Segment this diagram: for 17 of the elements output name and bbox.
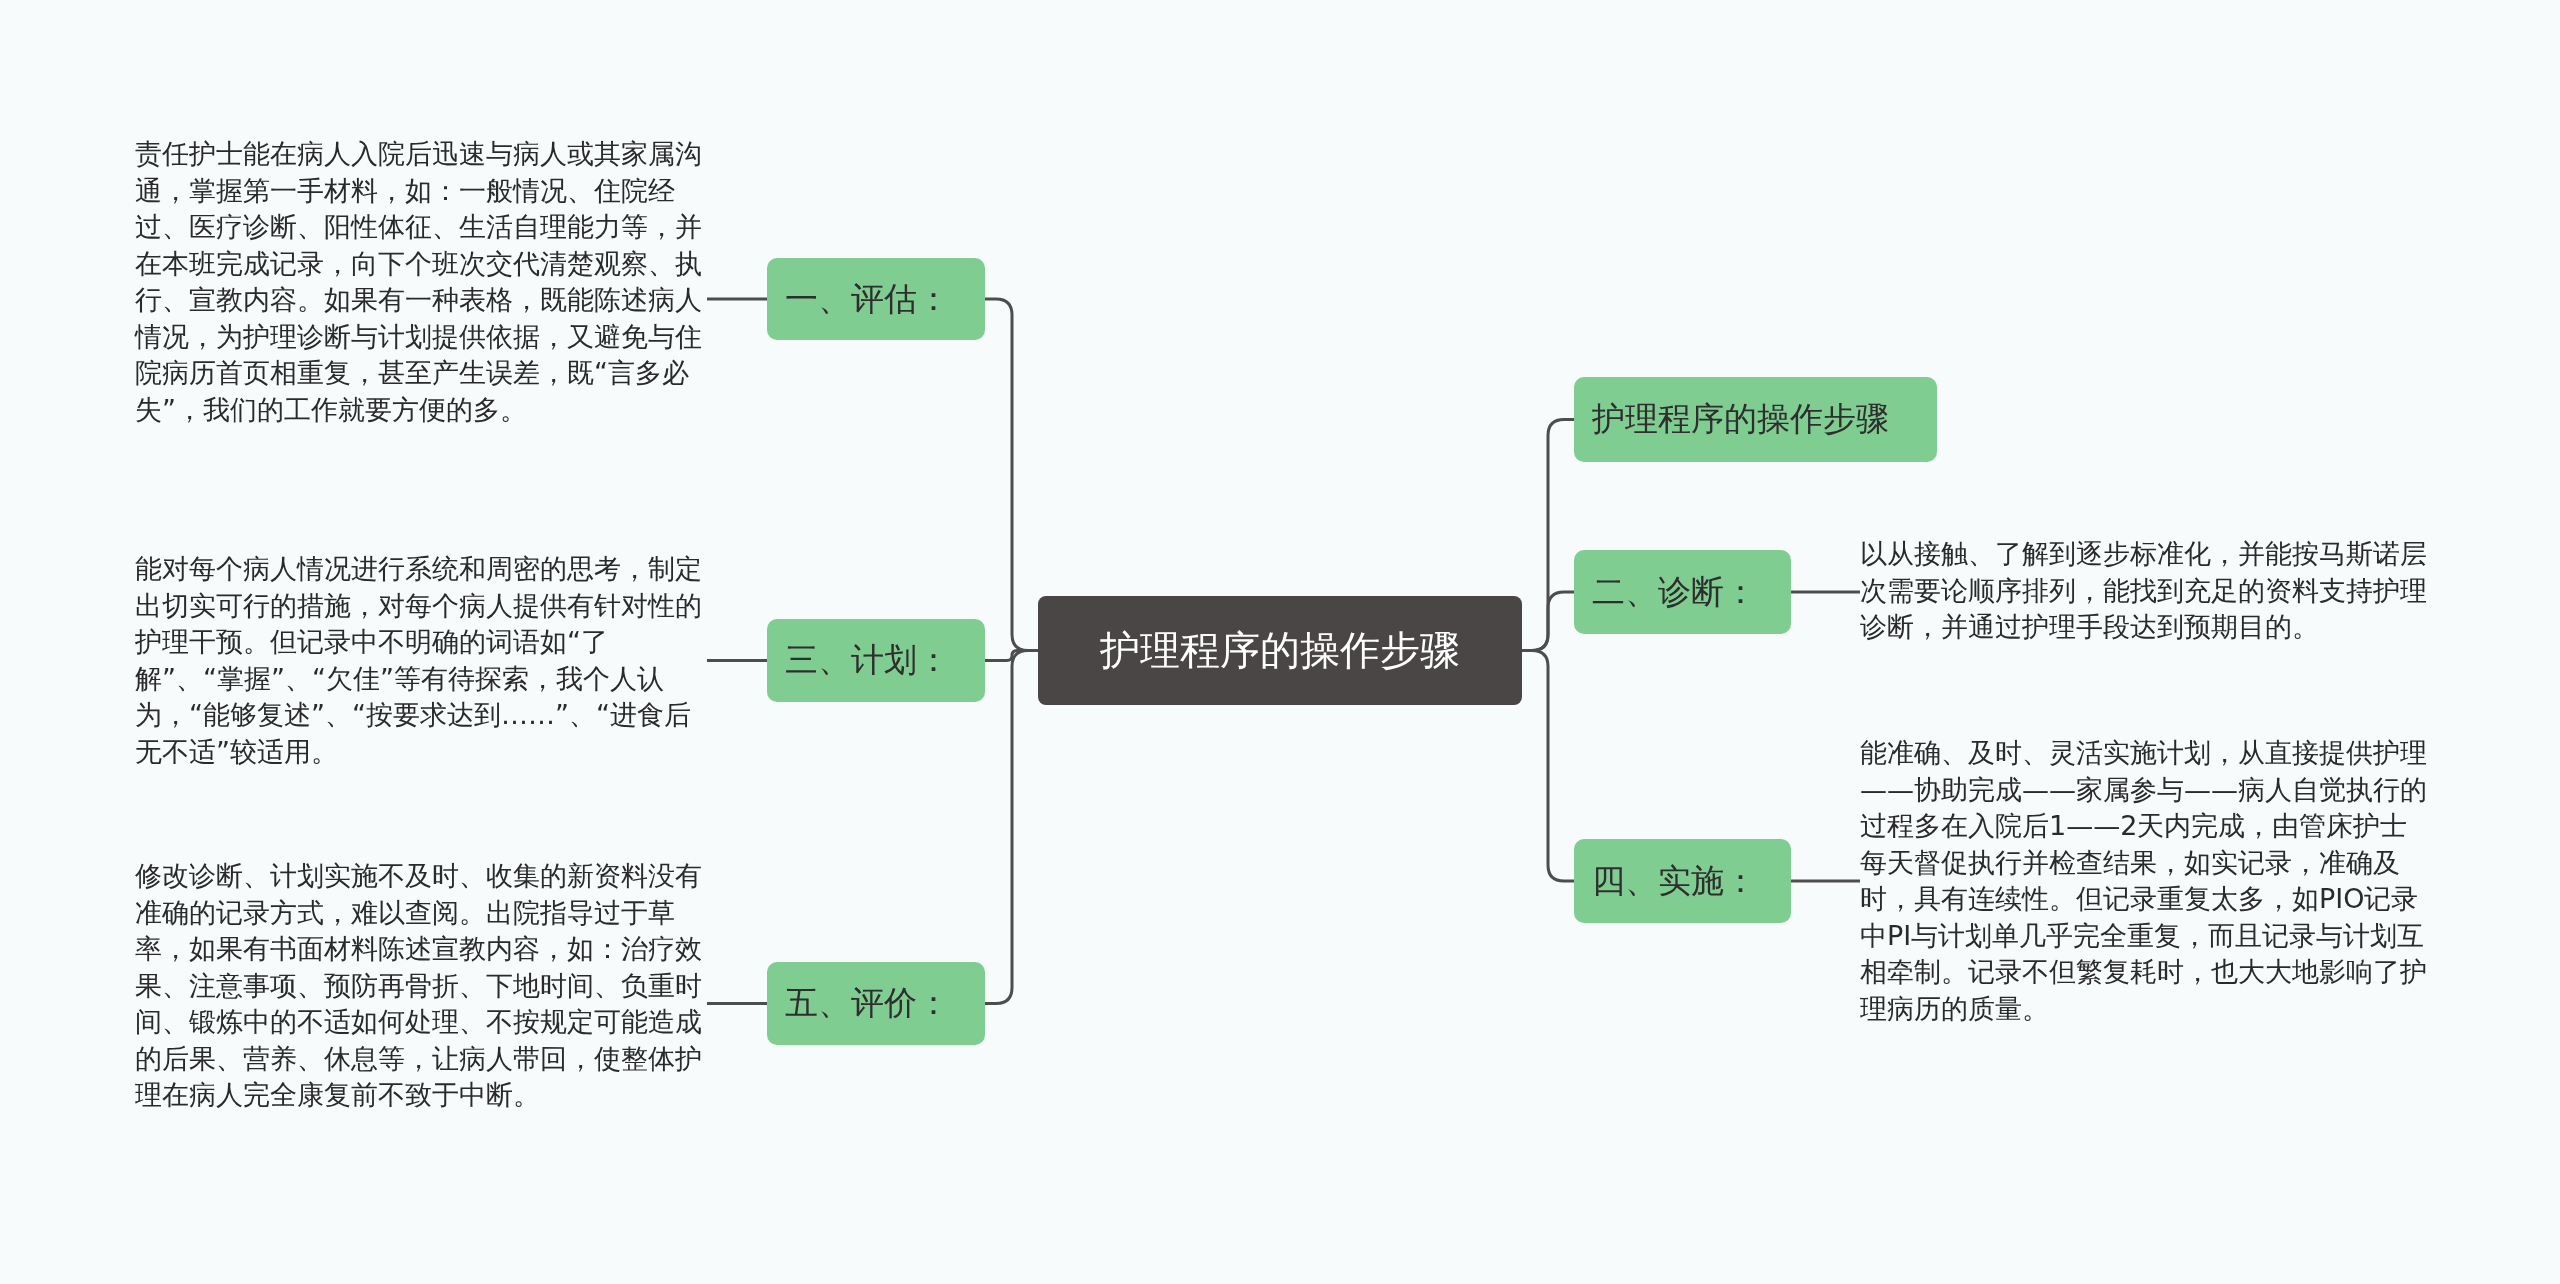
note-text: 责任护士能在病人入院后迅速与病人或其家属沟通，掌握第一手材料，如：一般情况、住院经过、医疗诊断、阳性体征、生活自理能力等，并在本班完成记录，向下个班次交代清楚观察、执行、宣教内容。如果有一种表格，既能陈述病人情况，为护理诊断与计划提供依据，又避免与住院病历首页相重复，甚至产生误差，既“言多必失”，我们的工作就要方便的多。 <box>135 136 707 428</box>
note-text: 修改诊断、计划实施不及时、收集的新资料没有准确的记录方式，难以查阅。出院指导过于草率，如果有书面材料陈述宣教内容，如：治疗效果、注意事项、预防再骨折、下地时间、负重时间、锻炼中的不适如何处理、不按规定可能造成的后果、营养、休息等，让病人带回，使整体护理在病人完全康复前不致于中断。 <box>135 858 707 1114</box>
central-topic-box: 护理程序的操作步骤 <box>1038 596 1522 705</box>
note-text: 能对每个病人情况进行系统和周密的思考，制定出切实可行的措施，对每个病人提供有针对性的护理干预。但记录中不明确的词语如“了解”、“掌握”、“欠佳”等有待探索，我个人认为，“能够复述”、“按要求达到……”、“进食后无不适”较适用。 <box>135 551 707 770</box>
connector-line <box>707 659 767 662</box>
topic-box: 一、评估： <box>767 258 985 340</box>
note-text: 能准确、及时、灵活实施计划，从直接提供护理——协助完成——家属参与——病人自觉执行的过程多在入院后1——2天内完成，由管床护士每天督促执行并检查结果，如实记录，准确及时，具有连续性。但记录重复太多，如PIO记录中PI与计划单几乎完全重复，而且记录与计划互相牵制。记录不但繁复耗时，也大大地影响了护理病历的质量。 <box>1860 735 2434 1027</box>
topic-box: 三、计划： <box>767 619 985 702</box>
connector-line <box>1791 590 1860 594</box>
connector-line <box>707 297 767 301</box>
connector-line <box>1791 879 1860 883</box>
note-text: 以从接触、了解到逐步标准化，并能按马斯诺层次需要论顺序排列，能找到充足的资料支持护理诊断，并通过护理手段达到预期目的。 <box>1860 536 2434 646</box>
topic-box: 二、诊断： <box>1574 550 1791 634</box>
topic-box: 五、评价： <box>767 962 985 1045</box>
connector-line <box>707 1002 767 1005</box>
topic-box: 四、实施： <box>1574 839 1791 923</box>
topic-box: 护理程序的操作步骤 <box>1574 377 1937 462</box>
